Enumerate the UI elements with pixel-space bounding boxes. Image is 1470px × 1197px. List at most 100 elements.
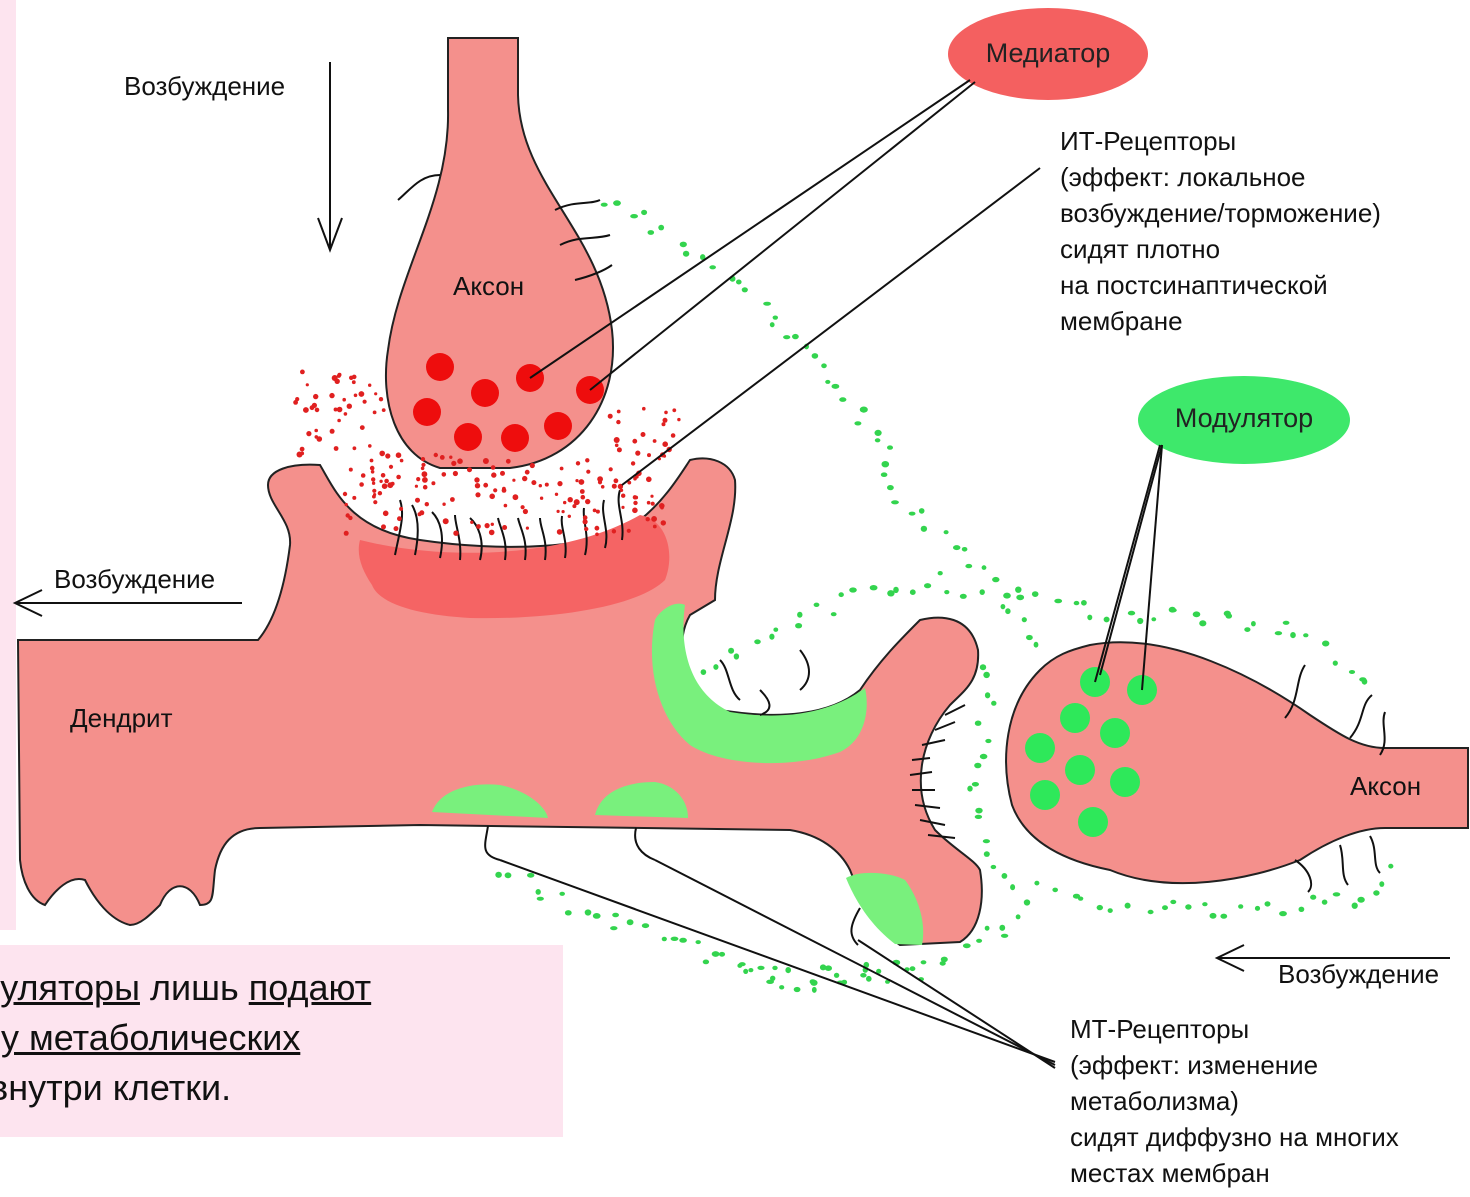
- modulator-dot: [821, 363, 827, 368]
- mediator-dot: [634, 496, 638, 500]
- modulator-dot: [814, 603, 820, 607]
- mediator-dot: [300, 370, 305, 375]
- mediator-dot: [585, 499, 590, 504]
- mediator-dot: [379, 451, 385, 457]
- mediator-dot: [526, 527, 529, 530]
- modulator-dot: [910, 966, 916, 971]
- modulator-dot: [991, 865, 997, 869]
- modulator-dot: [909, 512, 916, 516]
- modulator-dot: [832, 384, 840, 389]
- mediator-dot: [359, 391, 365, 397]
- mediator-dot: [425, 502, 429, 506]
- mediator-dot: [563, 501, 566, 504]
- modulator-dot: [980, 664, 986, 670]
- mediator-dot: [397, 516, 402, 521]
- modulator-dot: [1275, 631, 1282, 635]
- mediator-dot: [419, 510, 424, 515]
- modulator-dot: [641, 210, 647, 215]
- modulator-dot: [975, 815, 982, 819]
- modulator-dot: [1310, 895, 1316, 900]
- modulator-dot: [1322, 900, 1328, 905]
- mediator-dot: [348, 516, 352, 520]
- modulator-dot: [630, 214, 638, 218]
- mediator-dot: [373, 411, 377, 415]
- mediator-dot: [493, 488, 497, 492]
- mediator-dot: [383, 511, 389, 517]
- modulator-dot: [860, 407, 868, 413]
- modulator-dot: [831, 612, 837, 616]
- modulator-dot: [985, 926, 990, 931]
- modulator-dot: [770, 322, 775, 327]
- mediator-dot: [491, 523, 494, 526]
- modulator-dot: [1087, 615, 1092, 621]
- mediator-dot: [396, 452, 402, 458]
- mediator-dot: [330, 429, 335, 434]
- modulator-dot: [1002, 873, 1008, 879]
- modulator-dot: [1054, 599, 1062, 604]
- modulator-dot: [1162, 905, 1168, 910]
- mediator-dot: [489, 530, 495, 536]
- mediator-dot: [504, 504, 508, 508]
- mediator-dot: [450, 497, 455, 502]
- modulator-dot: [967, 786, 972, 792]
- modulator-dot: [1388, 864, 1393, 869]
- mediator-dot: [337, 407, 343, 413]
- mediator-dot: [525, 470, 530, 475]
- modulator-dot: [962, 547, 968, 552]
- modulator-dot: [921, 960, 927, 964]
- modulator-dot: [924, 583, 931, 588]
- mediator-dot: [575, 479, 578, 482]
- modulator-dot: [1299, 907, 1305, 912]
- mediator-dot: [453, 531, 458, 536]
- modulator-dot: [887, 485, 894, 490]
- modulator-dot: [849, 587, 857, 592]
- mediator-dot: [661, 520, 666, 525]
- modulator-dot: [910, 589, 916, 595]
- mediator-dot: [585, 458, 589, 462]
- mediator-dot: [349, 376, 353, 380]
- mediator-dot: [334, 446, 339, 451]
- note-line-1-a: одуляторы: [0, 967, 140, 1008]
- modulator-dot: [1032, 591, 1039, 597]
- mediator-dot: [531, 480, 536, 485]
- mediator-dot: [344, 412, 348, 416]
- modulator-dot: [983, 672, 990, 678]
- mediator-dot: [379, 480, 382, 483]
- modulator-dot: [965, 564, 972, 568]
- mediator-dot: [467, 467, 472, 472]
- mediator-dot: [612, 529, 616, 533]
- modulator-dot: [779, 985, 784, 989]
- mediator-dot: [500, 471, 505, 476]
- mediator-dot: [442, 503, 445, 506]
- mediator-dot: [382, 483, 388, 489]
- mediator-dot: [384, 479, 389, 484]
- modulator-dot: [712, 951, 720, 957]
- modulator-dot: [887, 445, 893, 449]
- modulator-dot: [1034, 642, 1039, 648]
- note-text: одуляторы лишь подают алу метаболических…: [0, 963, 560, 1113]
- modulator-dot: [1283, 621, 1290, 625]
- note-line-3: в внутри клетки.: [0, 1063, 560, 1113]
- mediator-dot: [647, 453, 651, 457]
- mediator-dot: [379, 397, 383, 401]
- mediator-dot: [664, 411, 668, 415]
- modulator-dot: [1279, 911, 1287, 916]
- mediator-dot: [449, 456, 452, 459]
- modulator-dot: [1333, 661, 1338, 666]
- mediator-dot: [608, 414, 613, 419]
- mediator-dot: [574, 499, 580, 505]
- mediator-dot: [354, 394, 358, 398]
- modulator-dot: [1362, 679, 1368, 685]
- mediator-dot: [457, 458, 463, 464]
- mediator-dot: [485, 523, 490, 528]
- modulator-dot: [709, 265, 716, 269]
- mediator-dot: [557, 481, 562, 486]
- it-receptors-label: ИТ-Рецепторы (эффект: локальное возбужде…: [1060, 123, 1381, 339]
- modulator-dot: [1137, 618, 1143, 624]
- modulator-dot: [921, 526, 927, 532]
- dendrite-label: Дендрит: [70, 700, 173, 736]
- modulator-dot: [893, 587, 899, 593]
- mediator-dot: [653, 439, 657, 443]
- mediator-dot: [512, 479, 515, 482]
- excitation-left-label: Возбуждение: [54, 561, 215, 597]
